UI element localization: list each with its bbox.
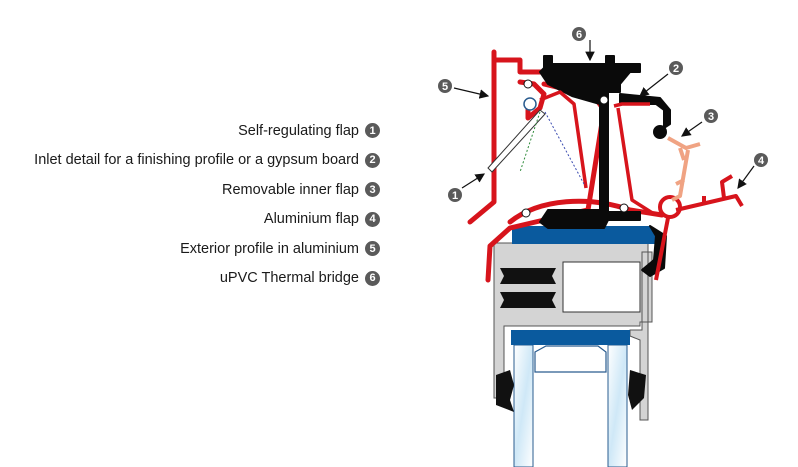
- arrow-3: [681, 121, 703, 137]
- legend-item-self-regulating-flap: Self-regulating flap 1: [0, 116, 380, 146]
- svg-text:5: 5: [442, 81, 448, 93]
- aluminium-flap: [654, 174, 744, 281]
- legend-label: Removable inner flap: [221, 181, 359, 198]
- number-badge: 1: [365, 123, 380, 139]
- legend-item-aluminium-flap: Aluminium flap 4: [0, 205, 380, 235]
- legend-label: Inlet detail for a finishing profile or …: [34, 152, 359, 169]
- self-regulating-flap: [487, 97, 585, 185]
- arrow-5: [453, 87, 490, 99]
- svg-text:3: 3: [708, 111, 714, 123]
- legend-item-exterior-profile: Exterior profile in aluminium 5: [0, 234, 380, 264]
- removable-inner-flap: [667, 136, 701, 202]
- svg-text:6: 6: [576, 29, 582, 41]
- svg-text:4: 4: [758, 155, 765, 167]
- legend-item-inlet-detail: Inlet detail for a finishing profile or …: [0, 146, 380, 176]
- number-badge: 6: [365, 270, 380, 286]
- callout-badge-5: 5: [438, 79, 452, 93]
- callout-badge-3: 3: [704, 109, 718, 123]
- number-badge: 5: [365, 241, 380, 257]
- number-badge: 3: [365, 182, 380, 198]
- inner-profile: [539, 90, 655, 216]
- arrow-1: [461, 173, 486, 189]
- legend: Self-regulating flap 1 Inlet detail for …: [0, 116, 380, 293]
- svg-text:2: 2: [673, 63, 679, 75]
- legend-label: uPVC Thermal bridge: [219, 270, 359, 287]
- arrow-2: [639, 73, 669, 97]
- thermal-insert: [496, 268, 646, 412]
- glass-unit: [513, 344, 628, 467]
- glazing-bead: [511, 226, 660, 345]
- arrow-4: [737, 165, 755, 189]
- legend-item-thermal-bridge: uPVC Thermal bridge 6: [0, 264, 380, 294]
- callout-badge-6: 6: [572, 27, 586, 41]
- number-badge: 2: [365, 152, 380, 168]
- number-badge: 4: [365, 211, 380, 227]
- legend-label: Self-regulating flap: [238, 122, 359, 139]
- frame-profile: [493, 242, 653, 421]
- callout-badge-4: 4: [754, 153, 768, 167]
- pivot-dots: [521, 79, 629, 218]
- callout-badge-2: 2: [669, 61, 683, 75]
- callout-badge-1: 1: [448, 188, 462, 202]
- legend-label: Exterior profile in aluminium: [180, 240, 359, 257]
- callout-arrows: [453, 40, 755, 189]
- legend-item-removable-inner-flap: Removable inner flap 3: [0, 175, 380, 205]
- legend-label: Aluminium flap: [263, 211, 359, 228]
- callout-badges: 6 2 3 4 5 1: [438, 27, 768, 202]
- svg-text:1: 1: [452, 190, 458, 202]
